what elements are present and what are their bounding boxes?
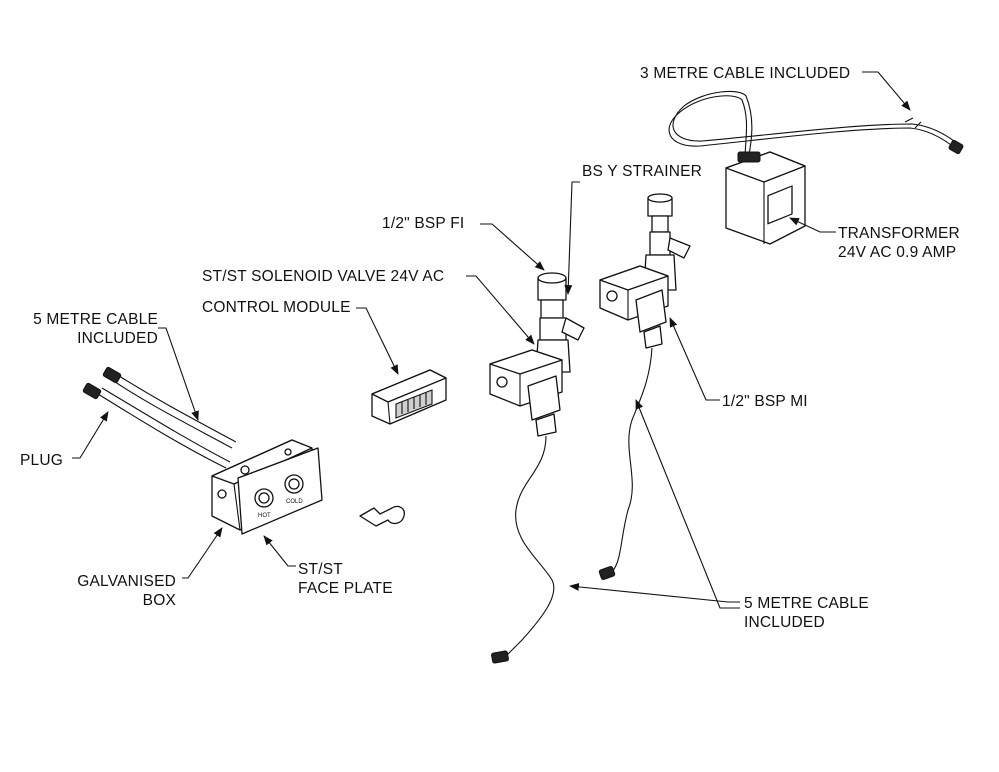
hot-marking: HOT bbox=[258, 513, 271, 519]
label-transformer: TRANSFORMER 24V AC 0.9 AMP bbox=[838, 224, 960, 262]
leader-lines bbox=[72, 71, 911, 609]
label-galvanised-line2: BOX bbox=[142, 592, 176, 609]
label-5m-cable-right-line2: INCLUDED bbox=[744, 614, 825, 631]
label-5m-cable-left-line1: 5 METRE CABLE bbox=[33, 311, 158, 328]
label-transformer-line2: 24V AC 0.9 AMP bbox=[838, 244, 957, 261]
label-5m-cable-left: 5 METRE CABLE INCLUDED bbox=[20, 310, 158, 348]
label-galvanised-box: GALVANISED BOX bbox=[60, 572, 176, 610]
control-module bbox=[371, 369, 447, 425]
label-plug: PLUG bbox=[20, 452, 64, 469]
label-control-module: CONTROL MODULE bbox=[202, 299, 351, 316]
label-3m-cable: 3 METRE CABLE INCLUDED bbox=[640, 65, 851, 82]
label-face-plate-line2: FACE PLATE bbox=[298, 580, 393, 597]
label-5m-cable-left-line2: INCLUDED bbox=[77, 330, 158, 347]
label-galvanised-line1: GALVANISED bbox=[77, 573, 176, 590]
label-solenoid-valve: ST/ST SOLENOID VALVE 24V AC bbox=[202, 268, 445, 285]
transformer-assembly bbox=[668, 90, 964, 245]
galvanised-box: HOT COLD bbox=[82, 366, 323, 535]
left-valve-assembly bbox=[489, 272, 585, 664]
label-5m-cable-right: 5 METRE CABLE INCLUDED bbox=[744, 594, 869, 632]
label-transformer-line1: TRANSFORMER bbox=[838, 225, 960, 242]
label-face-plate: ST/ST FACE PLATE bbox=[298, 560, 393, 598]
label-bs-y-strainer: BS Y STRAINER bbox=[582, 163, 703, 180]
cold-marking: COLD bbox=[286, 499, 303, 505]
right-valve-assembly bbox=[598, 193, 691, 581]
key bbox=[359, 505, 405, 527]
label-face-plate-line1: ST/ST bbox=[298, 561, 343, 578]
label-bsp-fi: 1/2" BSP FI bbox=[382, 215, 465, 232]
label-bsp-mi: 1/2" BSP MI bbox=[722, 393, 808, 410]
label-5m-cable-right-line1: 5 METRE CABLE bbox=[744, 595, 869, 612]
